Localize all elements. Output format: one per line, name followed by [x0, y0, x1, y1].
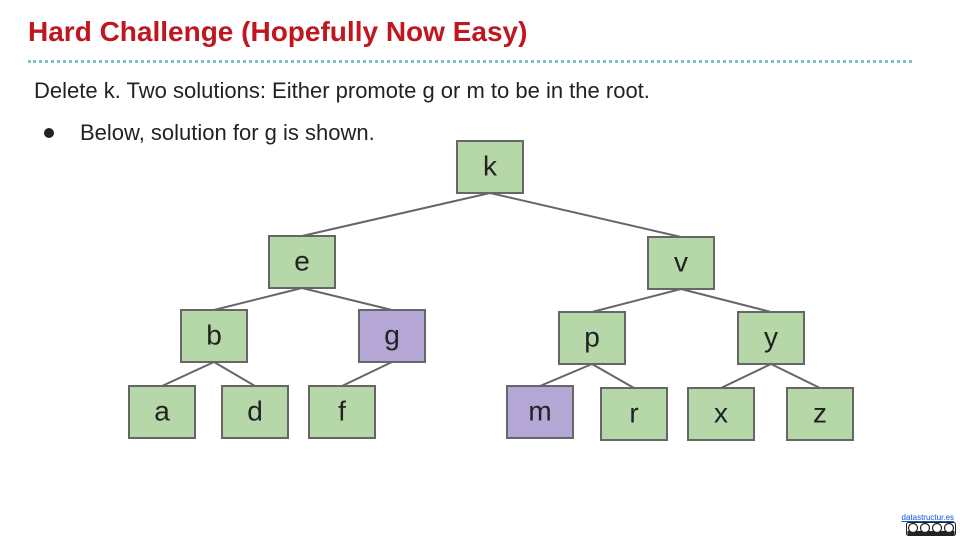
tree-node-label: a [154, 395, 170, 426]
tree-node-p: p [558, 311, 626, 365]
edge-y-x [720, 363, 772, 389]
tree-node-z: z [786, 387, 854, 441]
edge-b-d [213, 361, 256, 387]
tree-node-d: d [221, 385, 289, 439]
tree-node-label: g [384, 319, 400, 350]
tree-node-box [128, 385, 196, 439]
edge-k-e [301, 192, 491, 237]
title-divider [28, 60, 912, 63]
edge-b-a [161, 361, 215, 387]
tree-node-g: g [358, 309, 426, 363]
edge-k-v [489, 192, 682, 238]
edge-v-p [591, 288, 682, 313]
tree-node-b: b [180, 309, 248, 363]
bullet-item: Below, solution for g is shown. [44, 120, 375, 146]
tree-node-label: p [584, 321, 600, 352]
tree-node-box [687, 387, 755, 441]
edge-e-b [213, 287, 303, 311]
edge-y-z [770, 363, 821, 389]
slide-title: Hard Challenge (Hopefully Now Easy) [28, 16, 528, 47]
tree-node-v: v [647, 236, 715, 290]
tree-node-label: m [528, 395, 551, 426]
tree-node-box [268, 235, 336, 289]
tree-node-r: r [600, 387, 668, 441]
tree-node-box [647, 236, 715, 290]
tree-node-e: e [268, 235, 336, 289]
tree-node-f: f [308, 385, 376, 439]
tree-node-box [180, 309, 248, 363]
tree-node-box [358, 309, 426, 363]
edge-p-r [591, 363, 635, 389]
tree-node-label: v [674, 246, 688, 277]
tree-node-m: m [506, 385, 574, 439]
tree-node-box [221, 385, 289, 439]
footer-link[interactable]: datastructur.es [901, 513, 954, 522]
tree-node-a: a [128, 385, 196, 439]
bullet-dot-icon [44, 128, 54, 138]
edge-g-f [341, 361, 393, 387]
tree-node-label: y [764, 321, 778, 352]
tree-node-label: e [294, 245, 310, 276]
body-text: Delete k. Two solutions: Either promote … [34, 78, 650, 103]
tree-node-box [786, 387, 854, 441]
tree-node-k: k [456, 140, 524, 194]
node-layer: k e v b g p y a d f m r x z [128, 140, 854, 441]
tree-node-x: x [687, 387, 755, 441]
tree-node-box [506, 385, 574, 439]
edge-p-m [539, 363, 593, 387]
tree-node-label: x [714, 397, 728, 428]
tree-node-box [737, 311, 805, 365]
tree-node-box [600, 387, 668, 441]
tree-node-label: b [206, 319, 222, 350]
cc-by-nc-sa-icon [906, 522, 956, 536]
tree-node-y: y [737, 311, 805, 365]
tree-node-box [558, 311, 626, 365]
tree-node-label: f [338, 395, 346, 426]
tree-node-label: d [247, 395, 263, 426]
edge-layer [161, 192, 821, 389]
tree-node-label: k [483, 150, 498, 181]
edge-e-g [301, 287, 393, 311]
edge-v-y [680, 288, 772, 313]
tree-node-label: z [813, 397, 827, 428]
tree-node-label: r [629, 397, 638, 428]
tree-node-box [308, 385, 376, 439]
bullet-text: Below, solution for g is shown. [80, 120, 375, 145]
tree-node-box [456, 140, 524, 194]
